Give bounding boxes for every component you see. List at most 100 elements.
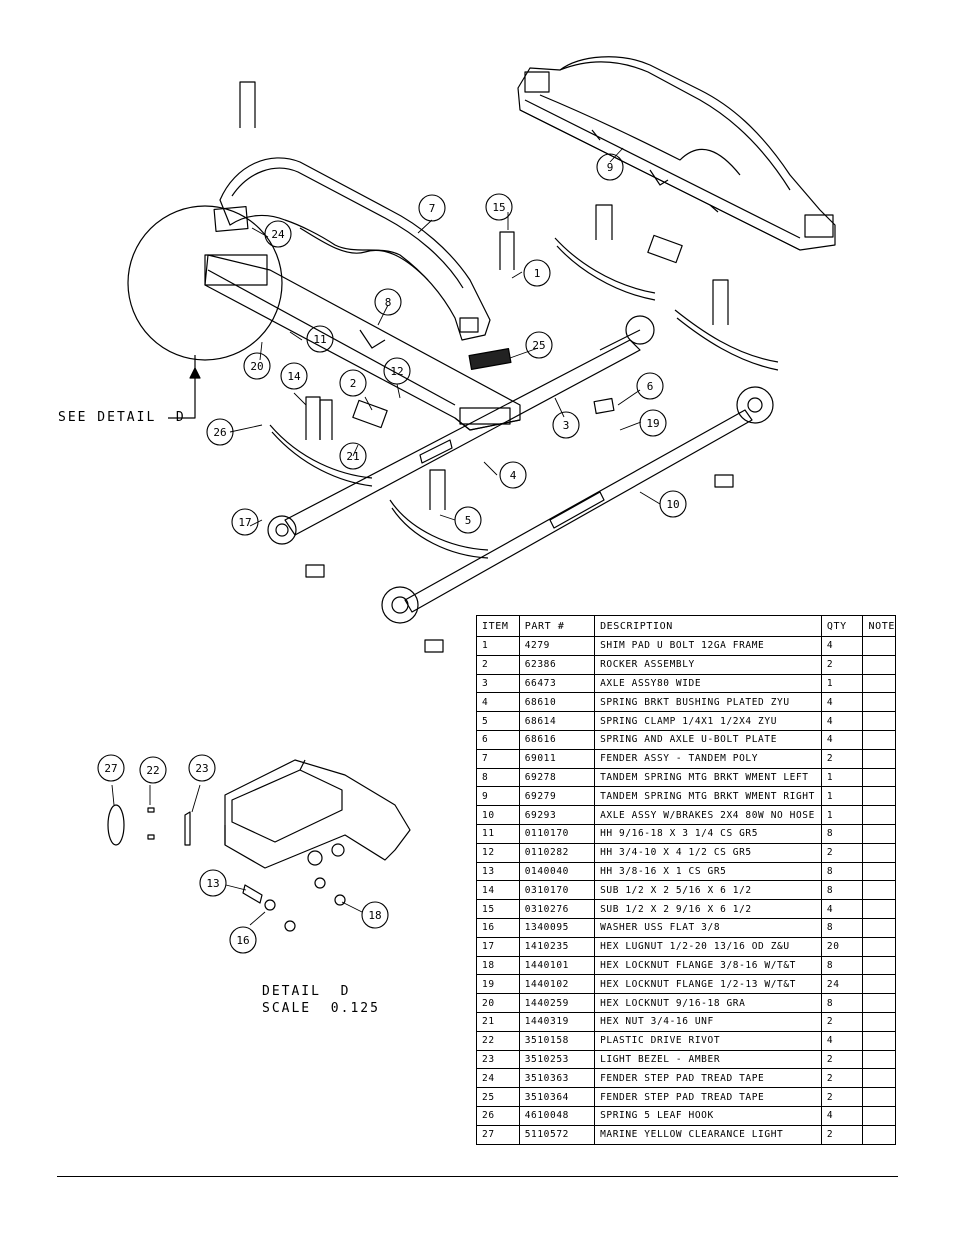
detail-scale: SCALE 0.125 [262, 1001, 380, 1016]
left-bracket [204, 254, 521, 431]
header-item: ITEM [476, 615, 520, 637]
bubble-label: 8 [385, 296, 392, 309]
cell-part: 69011 [518, 748, 596, 769]
cell-qty: 4 [820, 711, 864, 731]
cell-qty: 8 [820, 955, 864, 976]
cell-note [862, 974, 896, 995]
cell-part: 4279 [518, 636, 596, 656]
leader-lines [111, 147, 661, 926]
cell-item: 19 [476, 974, 520, 995]
cell-note [862, 917, 896, 938]
cell-note [862, 1087, 896, 1107]
left-fender [219, 157, 491, 341]
cell-note [862, 842, 896, 863]
cell-item: 11 [476, 823, 520, 844]
bubble-5: 5 [454, 506, 482, 534]
cell-description: WASHER USS FLAT 3/8 [594, 917, 822, 938]
bubble-18: 18 [361, 901, 389, 929]
cell-description: LIGHT BEZEL - AMBER [594, 1049, 822, 1070]
cell-qty: 2 [820, 1049, 864, 1070]
bubble-8: 8 [374, 288, 402, 316]
bubble-label: 16 [236, 934, 249, 947]
cell-qty: 8 [820, 917, 864, 938]
bubble-26: 26 [206, 418, 234, 446]
cell-item: 20 [476, 993, 520, 1013]
cell-description: SPRING 5 LEAF HOOK [594, 1105, 822, 1126]
bubble-27: 27 [97, 754, 125, 782]
cell-qty: 8 [820, 880, 864, 901]
cell-part: 3510158 [518, 1030, 596, 1051]
cell-part: 1410235 [518, 936, 596, 957]
bubble-6: 6 [636, 372, 664, 400]
cell-part: 68614 [518, 711, 596, 731]
cell-qty: 4 [820, 729, 864, 750]
cell-note [862, 1011, 896, 1032]
cell-part: 68616 [518, 729, 596, 750]
cell-note [862, 729, 896, 750]
cell-part: 3510364 [518, 1087, 596, 1107]
u-bolts [239, 81, 729, 510]
bubble-15: 15 [485, 193, 513, 221]
bubble-label: 7 [429, 202, 436, 215]
cell-item: 2 [476, 654, 520, 675]
bubble-label: 15 [492, 201, 505, 214]
cell-qty: 2 [820, 748, 864, 769]
bubble-23: 23 [188, 754, 216, 782]
cell-item: 16 [476, 917, 520, 938]
cell-part: 1440101 [518, 955, 596, 976]
bubble-label: 11 [313, 333, 326, 346]
footer-rule [57, 1176, 898, 1177]
cell-qty: 4 [820, 1105, 864, 1126]
right-fender-bracket [517, 56, 836, 251]
cell-qty: 2 [820, 1011, 864, 1032]
cell-note [862, 899, 896, 919]
bubble-19: 19 [639, 409, 667, 437]
cell-description: HEX LOCKNUT 9/16-18 GRA [594, 993, 822, 1013]
cell-note [862, 748, 896, 769]
cell-part: 69279 [518, 786, 596, 807]
cell-qty: 20 [820, 936, 864, 957]
bubble-17: 17 [231, 508, 259, 536]
bubble-label: 25 [532, 339, 545, 352]
cell-note [862, 861, 896, 882]
bubble-16: 16 [229, 926, 257, 954]
cell-part: 0110170 [518, 823, 596, 844]
cell-note [862, 711, 896, 731]
hardware-plates [305, 234, 734, 653]
bubble-9: 9 [596, 153, 624, 181]
detail-circle [127, 205, 283, 361]
cell-qty: 8 [820, 823, 864, 844]
cell-item: 15 [476, 899, 520, 919]
cell-description: SPRING CLAMP 1/4X1 1/2X4 ZYU [594, 711, 822, 731]
cell-part: 1440102 [518, 974, 596, 995]
cell-description: HH 9/16-18 X 3 1/4 CS GR5 [594, 823, 822, 844]
cell-note [862, 673, 896, 694]
cell-qty: 1 [820, 767, 864, 788]
cell-qty: 1 [820, 673, 864, 694]
cell-description: HH 3/8-16 X 1 CS GR5 [594, 861, 822, 882]
cell-qty: 8 [820, 993, 864, 1013]
axle-front [267, 315, 655, 545]
cell-part: 68610 [518, 692, 596, 713]
cell-note [862, 1049, 896, 1070]
cell-description: FENDER STEP PAD TREAD TAPE [594, 1068, 822, 1089]
cell-qty: 4 [820, 636, 864, 656]
cell-part: 1440259 [518, 993, 596, 1013]
leaf-springs [269, 237, 779, 559]
bubble-13: 13 [199, 869, 227, 897]
